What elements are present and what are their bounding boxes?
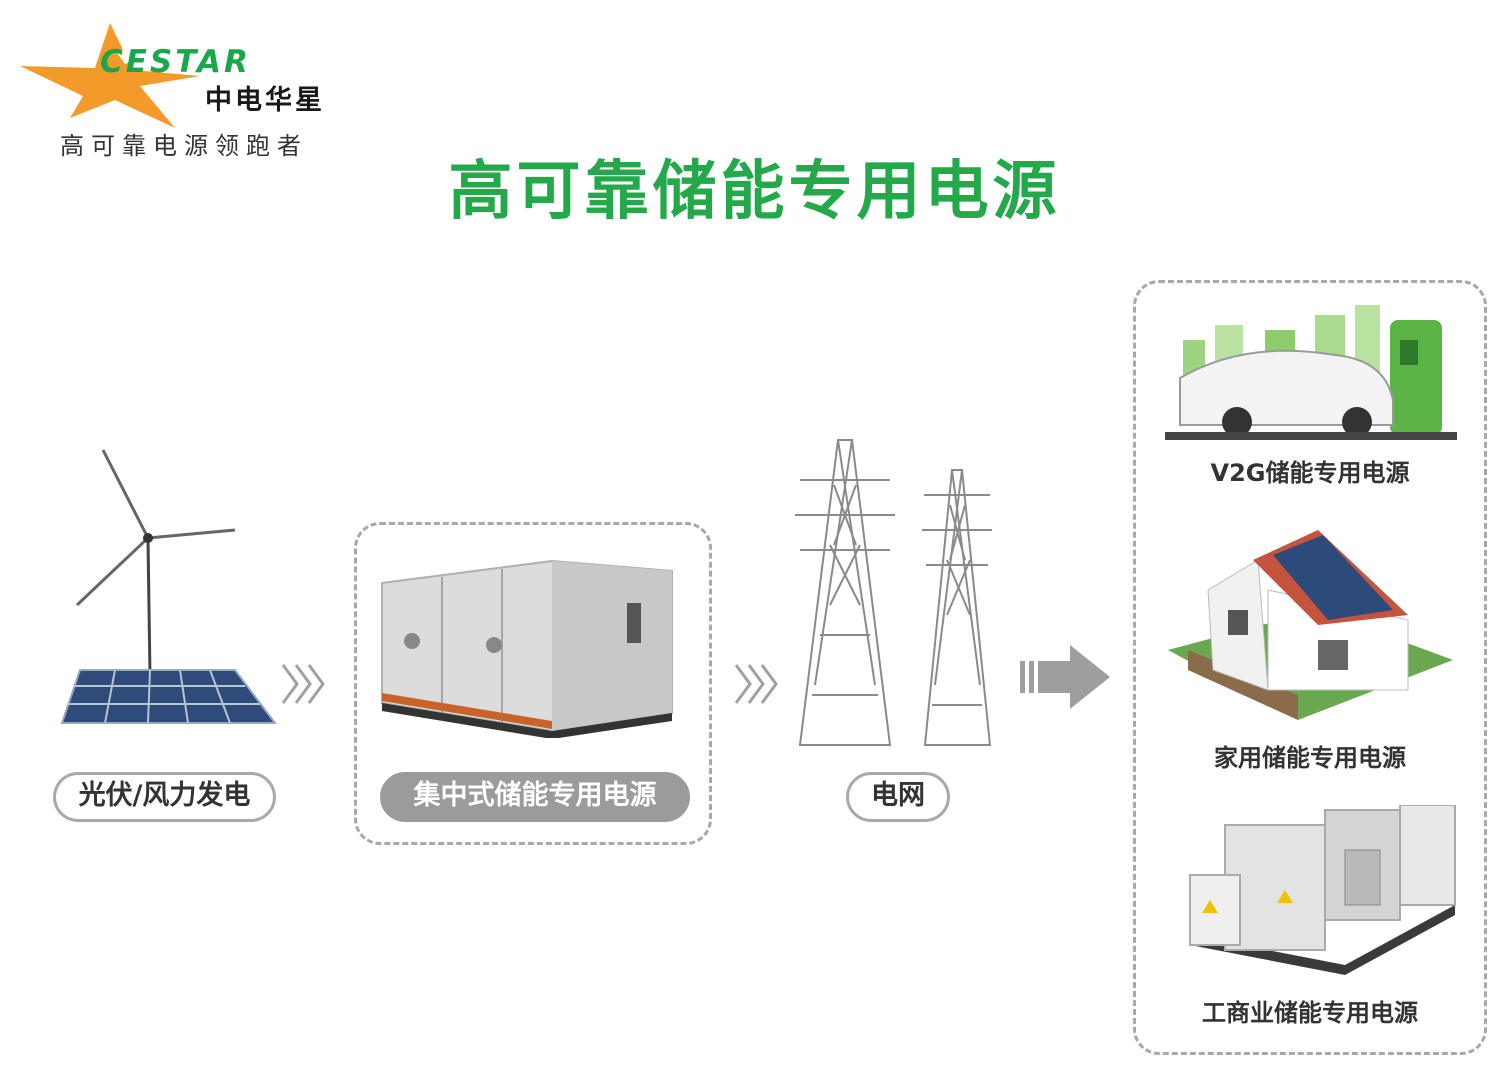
brand-logo [15, 18, 355, 163]
brand-name-cn: 中电华星 [205, 85, 325, 116]
page-title: 高可靠储能专用电源 [448, 155, 1061, 229]
storage-group [354, 522, 712, 845]
storage-cabinet-icon [381, 559, 673, 738]
brand-slogan: 高可靠电源领跑者 [60, 132, 308, 160]
chevron-arrows-icon [281, 664, 325, 704]
brand-name-en: CESTAR [100, 44, 251, 80]
wind-turbine-icon [75, 449, 236, 676]
source-label: 光伏/风力发电 [53, 772, 276, 822]
transmission-tower-icon [922, 469, 992, 746]
output-label-industrial: 工商业储能专用电源 [1202, 999, 1418, 1027]
transmission-tower-icon [795, 439, 895, 746]
ev-charging-icon [1165, 305, 1457, 440]
solar-house-icon [1168, 530, 1453, 720]
grid-label: 电网 [846, 772, 950, 822]
industrial-storage-icon [1189, 805, 1456, 975]
block-arrow-icon [1020, 645, 1110, 709]
output-label-v2g: V2G储能专用电源 [1210, 459, 1410, 487]
storage-label: 集中式储能专用电源 [380, 772, 690, 822]
solar-panel-icon [60, 669, 278, 724]
star-logo-icon [20, 23, 200, 128]
chevron-arrows-icon [734, 664, 778, 704]
output-label-home: 家用储能专用电源 [1214, 744, 1406, 772]
outputs-group [1133, 280, 1487, 1055]
